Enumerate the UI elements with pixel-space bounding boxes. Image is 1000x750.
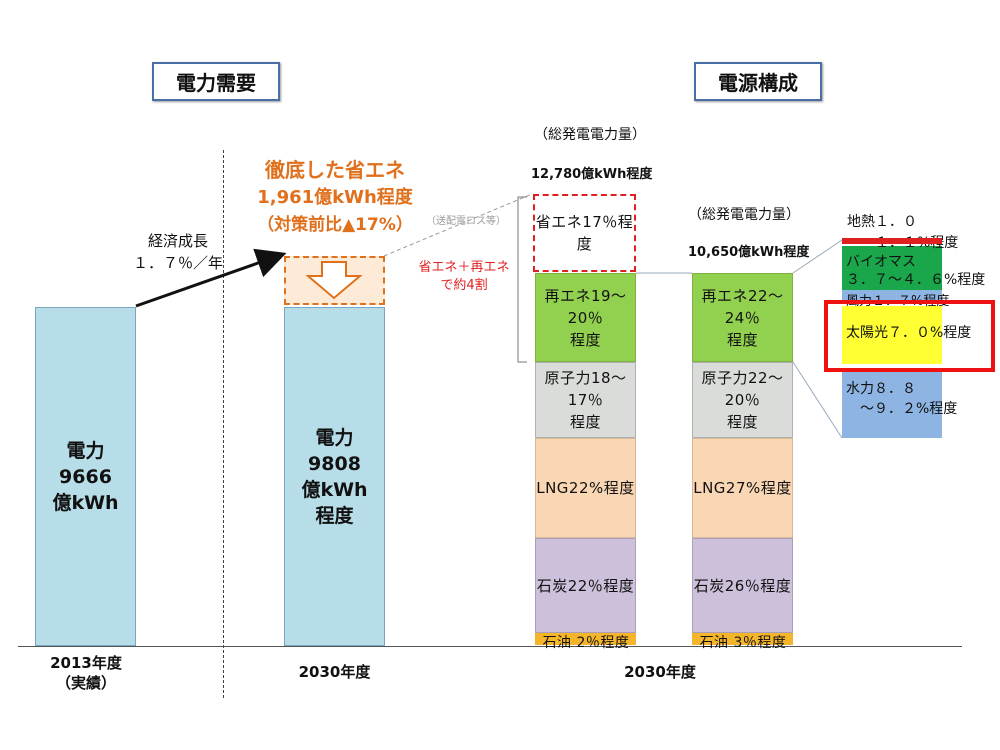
col1-lng: LNG22%程度 (535, 438, 636, 538)
year-2030-demand: 2030年度 (298, 663, 371, 681)
savings-ratio: （対策前比▲17%） (257, 215, 413, 235)
year-2030-supply: 2030年度 (624, 663, 696, 681)
breakdown-hydro: 水力８．８ ～９．２%程度 (846, 381, 958, 417)
bar-2030-demand: 電力 9808 億kWh 程度 (284, 307, 385, 646)
down-arrow-icon (305, 261, 363, 300)
header-supply: 電源構成 (694, 62, 822, 101)
col2-lng: LNG27%程度 (692, 438, 793, 538)
col1-nuclear: 原子力18～17％ 程度 (535, 362, 636, 438)
loss-note: （送配電ロス等） (426, 216, 506, 227)
breakdown-geothermal-bar (842, 238, 942, 244)
breakdown-biomass: バイオマス ３．７～４．６%程度 (846, 254, 986, 288)
baseline (18, 646, 962, 647)
solar-highlight-box (824, 300, 995, 372)
savings-title: 徹底した省エネ (265, 158, 405, 182)
section-divider (223, 150, 224, 698)
col2-oil: 石油 3％程度 (699, 635, 787, 651)
breakdown-solar: 太陽光７．０%程度 (846, 325, 972, 341)
bar-2013-demand: 電力 9666 億kWh (35, 307, 136, 646)
col1-oil: 石油 2％程度 (542, 635, 630, 651)
header-demand: 電力需要 (152, 62, 280, 101)
total-value-col2: 10,650億kWh程度 (688, 245, 810, 260)
col2-coal: 石炭26％程度 (692, 538, 793, 633)
savings-amount: 1,961億kWh程度 (257, 187, 413, 208)
col2-nuclear: 原子力22～20％ 程度 (692, 362, 793, 438)
col1-oil-bar (535, 633, 636, 645)
col2-oil-bar (692, 633, 793, 645)
total-label-col2: （総発電電力量） (688, 207, 800, 223)
bracket-note: 省エネ＋再エネ で約4割 (418, 260, 510, 293)
col1-coal: 石炭22％程度 (535, 538, 636, 633)
total-label-col1: （総発電電力量） (534, 127, 646, 143)
col1-energy-saving: 省エネ17％程度 (533, 194, 636, 272)
col2-renewable: 再エネ22～24％ 程度 (692, 273, 793, 362)
year-2013: 2013年度 （実績） (50, 654, 122, 692)
growth-label: 経済成長 １．７％／年 (132, 232, 223, 272)
col1-renewable: 再エネ19～20％ 程度 (535, 273, 636, 362)
savings-box (284, 256, 385, 305)
total-value-col1: 12,780億kWh程度 (531, 167, 653, 182)
